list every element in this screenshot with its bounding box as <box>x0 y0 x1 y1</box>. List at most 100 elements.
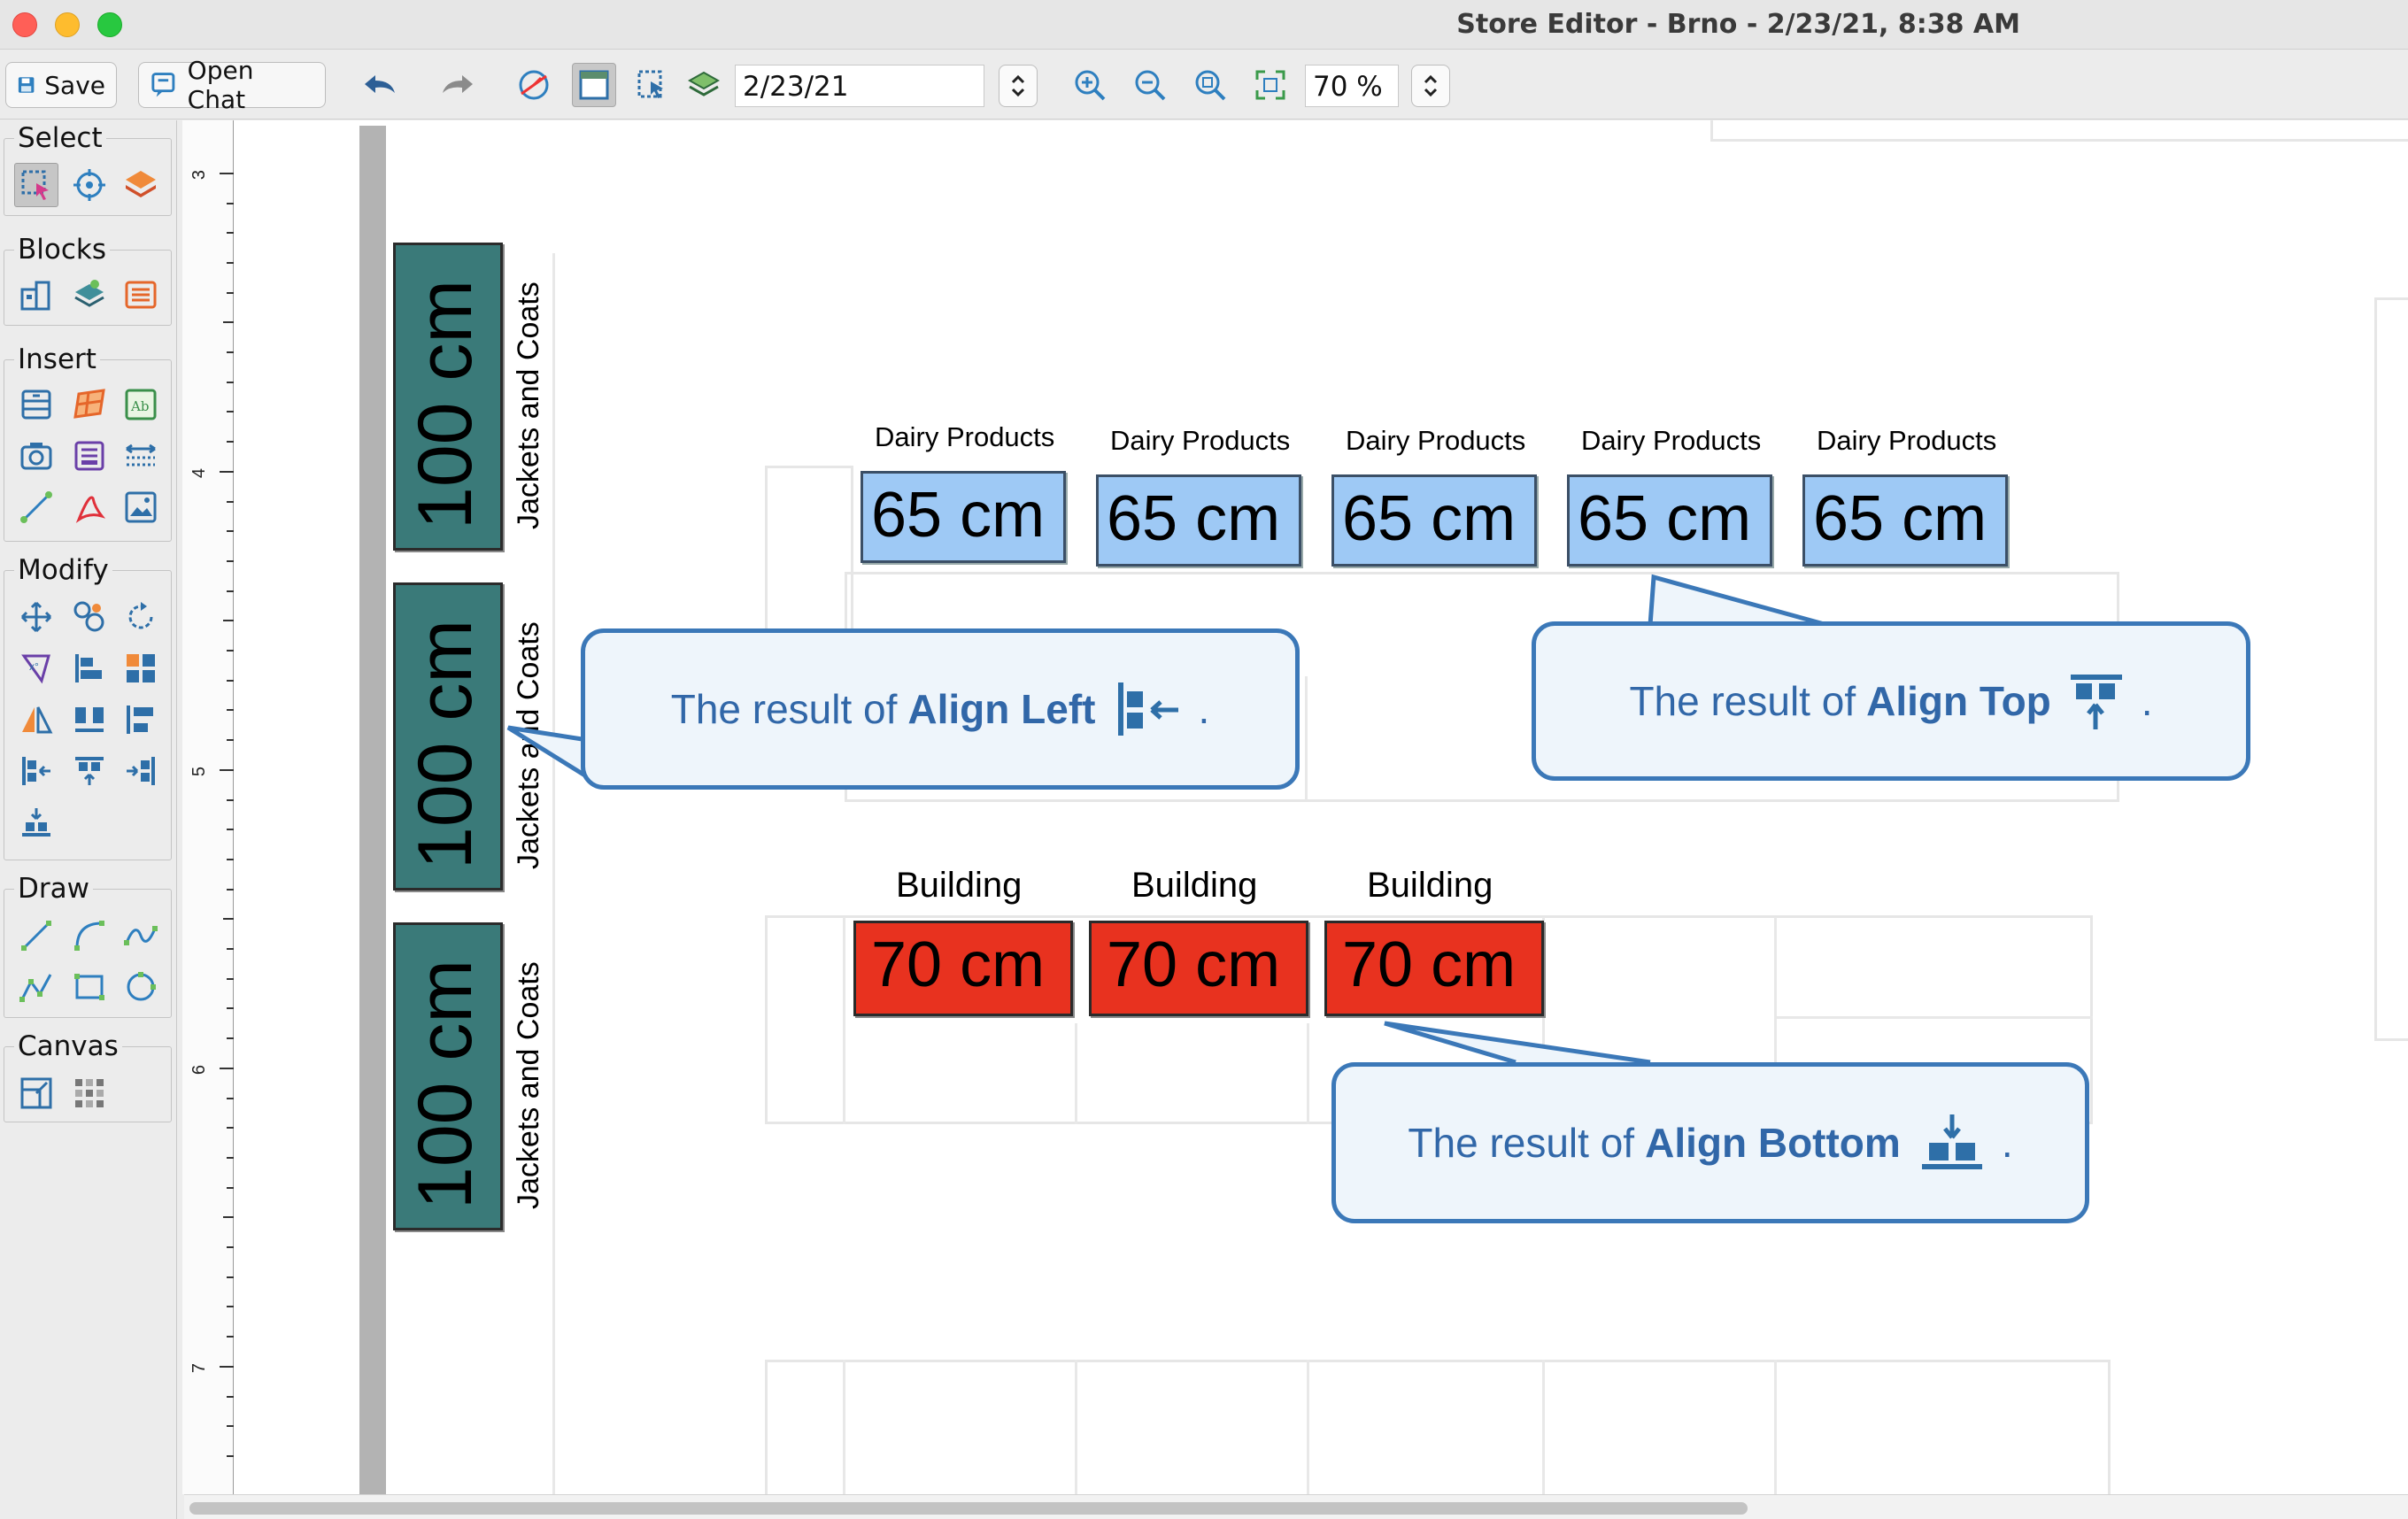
fullscreen-button[interactable] <box>1248 63 1293 107</box>
fixture-name-label: Dairy Products <box>1581 425 1762 456</box>
canvas-resize-icon <box>20 1077 52 1109</box>
layers-button[interactable] <box>682 63 726 107</box>
fixture-size-label: 65 cm <box>1578 483 1752 554</box>
insert-group-label: Insert <box>14 343 100 375</box>
block-tool-2[interactable] <box>67 273 112 317</box>
align-bottom-tool[interactable] <box>14 800 58 844</box>
blue-fixture[interactable] <box>1096 474 1301 567</box>
table-icon <box>73 389 105 419</box>
rack-divider <box>843 1360 845 1494</box>
camera-icon <box>20 443 52 470</box>
move-tool[interactable] <box>14 595 58 639</box>
red-fixture[interactable] <box>1324 921 1544 1016</box>
zoom-in-button[interactable] <box>1068 63 1112 107</box>
draw-rectangle-tool[interactable] <box>67 965 112 1009</box>
callout-prefix: The result of <box>1408 1120 1635 1166</box>
frame-icon <box>579 70 609 100</box>
teal-fixture[interactable] <box>393 582 503 891</box>
close-window-button[interactable] <box>12 12 37 37</box>
rack-divider <box>1307 1023 1309 1124</box>
rack-divider <box>1774 1016 2093 1019</box>
block-tool-3[interactable] <box>119 273 163 317</box>
zoom-field[interactable]: 70 % <box>1305 65 1399 107</box>
date-stepper[interactable] <box>999 65 1038 107</box>
blue-fixture[interactable] <box>1567 474 1772 567</box>
layer-select-tool[interactable] <box>119 163 163 207</box>
rectangle-icon <box>74 974 104 1000</box>
mirror-tool[interactable] <box>14 698 58 742</box>
open-chat-button[interactable]: Open Chat <box>138 56 326 114</box>
teal-fixture[interactable] <box>393 922 503 1230</box>
rotate-tool[interactable] <box>119 595 163 639</box>
target-tool[interactable] <box>67 163 112 207</box>
align-left-tool[interactable] <box>67 646 112 690</box>
red-fixture[interactable] <box>853 921 1073 1016</box>
rack-divider <box>1075 1023 1077 1124</box>
insert-dimension-tool[interactable] <box>119 434 163 478</box>
block-tool-1[interactable] <box>14 273 58 317</box>
rack-divider <box>1542 917 1545 1124</box>
align-top-tool[interactable] <box>67 749 112 793</box>
minimize-window-button[interactable] <box>55 12 80 37</box>
connector-icon <box>20 491 52 523</box>
canvas-resize-tool[interactable] <box>14 1071 58 1115</box>
draw-polyline-tool[interactable] <box>14 965 58 1009</box>
rack-divider <box>1774 1360 1777 1494</box>
distribute-h-tool[interactable] <box>67 698 112 742</box>
teal-fixture[interactable] <box>393 243 503 551</box>
zoom-out-button[interactable] <box>1128 63 1172 107</box>
insert-camera-tool[interactable] <box>14 434 58 478</box>
arc-icon <box>74 921 104 951</box>
zoom-fit-button[interactable] <box>1188 63 1232 107</box>
modify-group-label: Modify <box>14 554 112 586</box>
draw-circle-tool[interactable] <box>119 965 163 1009</box>
select-region-button[interactable] <box>630 63 675 107</box>
draw-arc-tool[interactable] <box>67 914 112 958</box>
group-tool[interactable] <box>67 595 112 639</box>
transform-tool[interactable]: x° <box>14 646 58 690</box>
draw-curve-tool[interactable] <box>119 914 163 958</box>
canvas-grid-tool[interactable] <box>67 1071 112 1115</box>
insert-pdf-tool[interactable] <box>67 485 112 529</box>
tile-tool[interactable] <box>119 646 163 690</box>
blue-fixture[interactable] <box>1802 474 2008 567</box>
clock-button[interactable] <box>512 63 556 107</box>
maximize-window-button[interactable] <box>97 12 122 37</box>
insert-widget-tool[interactable] <box>67 434 112 478</box>
svg-text:x°: x° <box>29 660 39 673</box>
fixture-size-label: 70 cm <box>871 929 1046 1000</box>
callout-suffix: . <box>2141 678 2153 724</box>
distribute-v-tool[interactable] <box>119 698 163 742</box>
callout-bold: Align Bottom <box>1645 1120 1901 1166</box>
polyline-icon <box>19 974 52 1002</box>
date-field[interactable]: 2/23/21 <box>735 65 984 107</box>
redo-button[interactable] <box>436 63 480 107</box>
target-icon <box>73 169 105 201</box>
draw-line-tool[interactable] <box>14 914 58 958</box>
insert-image-tool[interactable] <box>119 485 163 529</box>
insert-line-tool[interactable] <box>14 485 58 529</box>
horizontal-scrollbar[interactable] <box>184 1494 2408 1519</box>
undo-button[interactable] <box>358 63 402 107</box>
blue-fixture[interactable] <box>1331 474 1537 567</box>
open-chat-label: Open Chat <box>187 56 254 114</box>
frame-button[interactable] <box>572 63 616 107</box>
insert-text-tool[interactable]: Ab <box>119 382 163 427</box>
fixture-name-label: Dairy Products <box>1346 425 1526 456</box>
save-button[interactable]: Save <box>5 62 117 108</box>
store-canvas[interactable]: 100 cm Jackets and Coats 100 cm Jackets … <box>234 120 2408 1494</box>
select-group-label: Select <box>14 122 106 154</box>
clock-icon <box>519 70 549 100</box>
red-fixture[interactable] <box>1089 921 1308 1016</box>
align-left-arrow-tool[interactable] <box>14 749 58 793</box>
distribute-horizontal-icon <box>75 707 104 732</box>
insert-shelf-tool[interactable] <box>14 382 58 427</box>
chat-icon <box>151 73 175 97</box>
zoom-stepper[interactable] <box>1411 65 1450 107</box>
insert-table-tool[interactable] <box>67 382 112 427</box>
scrollbar-thumb[interactable] <box>189 1502 1748 1515</box>
blue-fixture[interactable] <box>861 471 1066 563</box>
align-right-tool[interactable] <box>119 749 163 793</box>
select-tool[interactable] <box>14 163 58 207</box>
line-icon <box>21 921 51 951</box>
